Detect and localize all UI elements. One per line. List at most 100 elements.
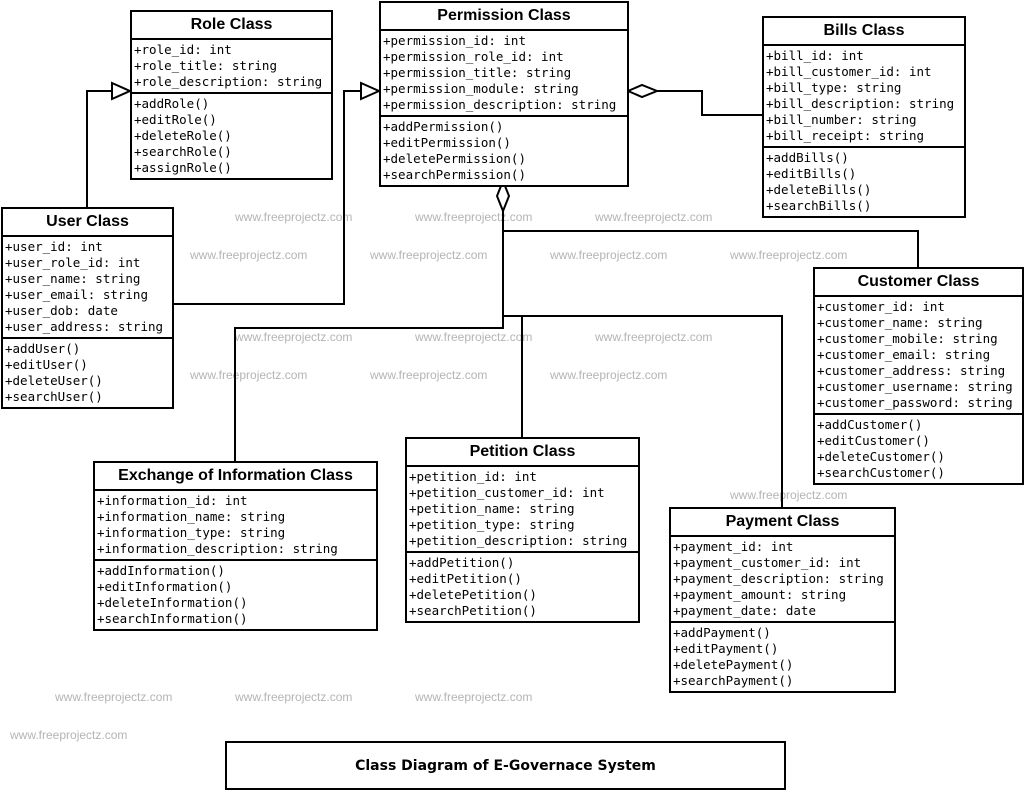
- method: +searchCustomer(): [817, 465, 945, 480]
- attribute: +petition_id: int: [409, 469, 537, 484]
- attribute: +petition_description: string: [409, 533, 628, 548]
- attribute: +user_email: string: [5, 287, 148, 302]
- attributes-section: +petition_id: int+petition_customer_id: …: [407, 467, 638, 551]
- attribute: +user_name: string: [5, 271, 141, 286]
- attributes-section: +information_id: int+information_name: s…: [95, 491, 376, 559]
- diagram-caption: Class Diagram of E-Governace System: [225, 741, 786, 790]
- method: +addRole(): [134, 96, 210, 111]
- method: +deleteBills(): [766, 182, 872, 197]
- method: +searchBills(): [766, 198, 872, 213]
- attribute: +user_dob: date: [5, 303, 118, 318]
- method: +deleteUser(): [5, 373, 103, 388]
- user-role-generalization: [86, 90, 114, 207]
- class-title: Petition Class: [407, 439, 638, 467]
- attributes-section: +payment_id: int+payment_customer_id: in…: [671, 537, 894, 621]
- method: +searchPetition(): [409, 603, 537, 618]
- method: +addBills(): [766, 150, 849, 165]
- attribute: +role_id: int: [134, 42, 232, 57]
- attributes-section: +bill_id: int+bill_customer_id: int +bill…: [764, 46, 964, 146]
- attribute: +petition_name: string: [409, 501, 575, 516]
- method: +addPetition(): [409, 555, 515, 570]
- methods-section: +addPermission()+editPermission()+delete…: [381, 115, 627, 185]
- user-class-box[interactable]: User Class+user_id: int+user_role_id: in…: [1, 207, 174, 409]
- method: +searchInformation(): [97, 611, 248, 626]
- class-title: Role Class: [132, 12, 331, 40]
- user-permission-generalization: [173, 90, 362, 305]
- method: +addPermission(): [383, 119, 504, 134]
- attribute: +customer_username: string: [817, 379, 1013, 394]
- method: +assignRole(): [134, 160, 232, 175]
- attribute: +payment_description: string: [673, 571, 884, 586]
- permission-customer-link: [503, 230, 919, 267]
- method: +addUser(): [5, 341, 81, 356]
- generalization-arrow-icon: [360, 81, 382, 101]
- class-title: Exchange of Information Class: [95, 463, 376, 491]
- method: +editRole(): [134, 112, 217, 127]
- payment-class-box[interactable]: Payment Class+payment_id: int+payment_cu…: [669, 507, 896, 693]
- attributes-section: +permission_id: int+permission_role_id: …: [381, 31, 627, 115]
- method: +addInformation(): [97, 563, 225, 578]
- attribute: +bill_id: int: [766, 48, 864, 63]
- methods-section: +addBills()+editBills()+deleteBills()+se…: [764, 146, 964, 216]
- attribute: +customer_password: string: [817, 395, 1013, 410]
- attribute: +permission_module: string: [383, 81, 579, 96]
- exchange-class-box[interactable]: Exchange of Information Class+informatio…: [93, 461, 378, 631]
- customer-class-box[interactable]: Customer Class+customer_id: int+customer…: [813, 267, 1024, 485]
- attribute: +customer_name: string: [817, 315, 983, 330]
- method: +deleteCustomer(): [817, 449, 945, 464]
- class-title: Customer Class: [815, 269, 1022, 297]
- attribute: +payment_id: int: [673, 539, 794, 554]
- permission-class-box[interactable]: Permission Class+permission_id: int+perm…: [379, 1, 629, 187]
- attribute: +information_name: string: [97, 509, 286, 524]
- attribute: +role_title: string: [134, 58, 277, 73]
- methods-section: +addUser()+editUser()+deleteUser()+searc…: [3, 337, 172, 407]
- method: +deletePermission(): [383, 151, 526, 166]
- bills-class-box[interactable]: Bills Class+bill_id: int+bill_customer_i…: [762, 16, 966, 218]
- attribute: +permission_role_id: int: [383, 49, 564, 64]
- petition-class-box[interactable]: Petition Class+petition_id: int+petition…: [405, 437, 640, 623]
- attribute: +customer_address: string: [817, 363, 1006, 378]
- attribute: +permission_title: string: [383, 65, 572, 80]
- attribute: +information_description: string: [97, 541, 338, 556]
- attribute: +permission_id: int: [383, 33, 526, 48]
- method: +searchPayment(): [673, 673, 794, 688]
- method: +editPetition(): [409, 571, 522, 586]
- method: +editPayment(): [673, 641, 779, 656]
- attribute: +petition_customer_id: int: [409, 485, 605, 500]
- method: +deletePayment(): [673, 657, 794, 672]
- attribute: +payment_amount: string: [673, 587, 847, 602]
- aggregation-diamond-icon: [625, 83, 660, 99]
- attribute: +information_type: string: [97, 525, 286, 540]
- method: +editBills(): [766, 166, 857, 181]
- attributes-section: +user_id: int+user_role_id: int+user_nam…: [3, 237, 172, 337]
- method: +deleteInformation(): [97, 595, 248, 610]
- methods-section: +addCustomer()+editCustomer()+deleteCust…: [815, 413, 1022, 483]
- attribute: +payment_customer_id: int: [673, 555, 862, 570]
- role-class-box[interactable]: Role Class+role_id: int+role_title: stri…: [130, 10, 333, 180]
- method: +deletePetition(): [409, 587, 537, 602]
- permission-trunk: [234, 211, 504, 461]
- method: +editUser(): [5, 357, 88, 372]
- attributes-section: +role_id: int+role_title: string+role_de…: [132, 40, 331, 92]
- attribute: +customer_mobile: string: [817, 331, 998, 346]
- attributes-section: +customer_id: int+customer_name: string+…: [815, 297, 1022, 413]
- methods-section: +addRole()+editRole()+deleteRole()+searc…: [132, 92, 331, 178]
- attribute: +customer_email: string: [817, 347, 991, 362]
- method: +editPermission(): [383, 135, 511, 150]
- bills-permission-aggregation: [657, 90, 762, 116]
- attribute: +payment_date: date: [673, 603, 816, 618]
- method: +searchRole(): [134, 144, 232, 159]
- generalization-arrow-icon: [111, 81, 133, 101]
- attribute: +bill_number: string: [766, 112, 917, 127]
- class-title: User Class: [3, 209, 172, 237]
- method: +searchPermission(): [383, 167, 526, 182]
- attribute: +petition_type: string: [409, 517, 575, 532]
- methods-section: +addInformation()+editInformation()+dele…: [95, 559, 376, 629]
- attribute: +user_id: int: [5, 239, 103, 254]
- methods-section: +addPayment()+editPayment()+deletePaymen…: [671, 621, 894, 691]
- attribute: +user_address: string: [5, 319, 164, 334]
- method: +addPayment(): [673, 625, 771, 640]
- attribute: +bill_customer_id: int: [766, 64, 932, 79]
- class-title: Payment Class: [671, 509, 894, 537]
- permission-payment-link: [522, 315, 783, 507]
